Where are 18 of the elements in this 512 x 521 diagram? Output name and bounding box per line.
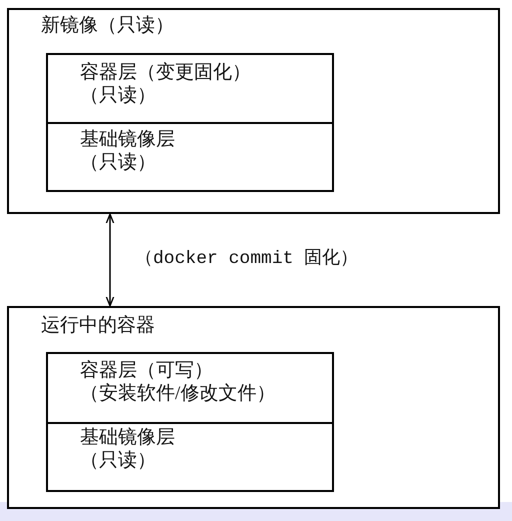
layer-box [46,422,334,492]
box-heading: 基础镜像层 [80,426,175,449]
box-note: （只读） [80,84,156,107]
box-note: （只读） [80,151,156,174]
image-box [7,8,500,214]
layer-box [46,352,334,424]
edge-label: （docker commit 固化） [135,248,358,271]
box-heading: 基础镜像层 [80,128,175,151]
box-heading: 新镜像（只读） [41,14,174,37]
box-note: （只读） [80,449,156,472]
box-heading: 运行中的容器 [41,314,155,337]
arrow [106,213,114,307]
container-box [7,306,500,509]
box-heading: 容器层（变更固化） [80,61,251,84]
box-heading: 容器层（可写） [80,359,213,382]
layer-box [46,122,334,192]
box-note: （安装软件/修改文件） [80,382,276,405]
layer-box [46,53,334,124]
